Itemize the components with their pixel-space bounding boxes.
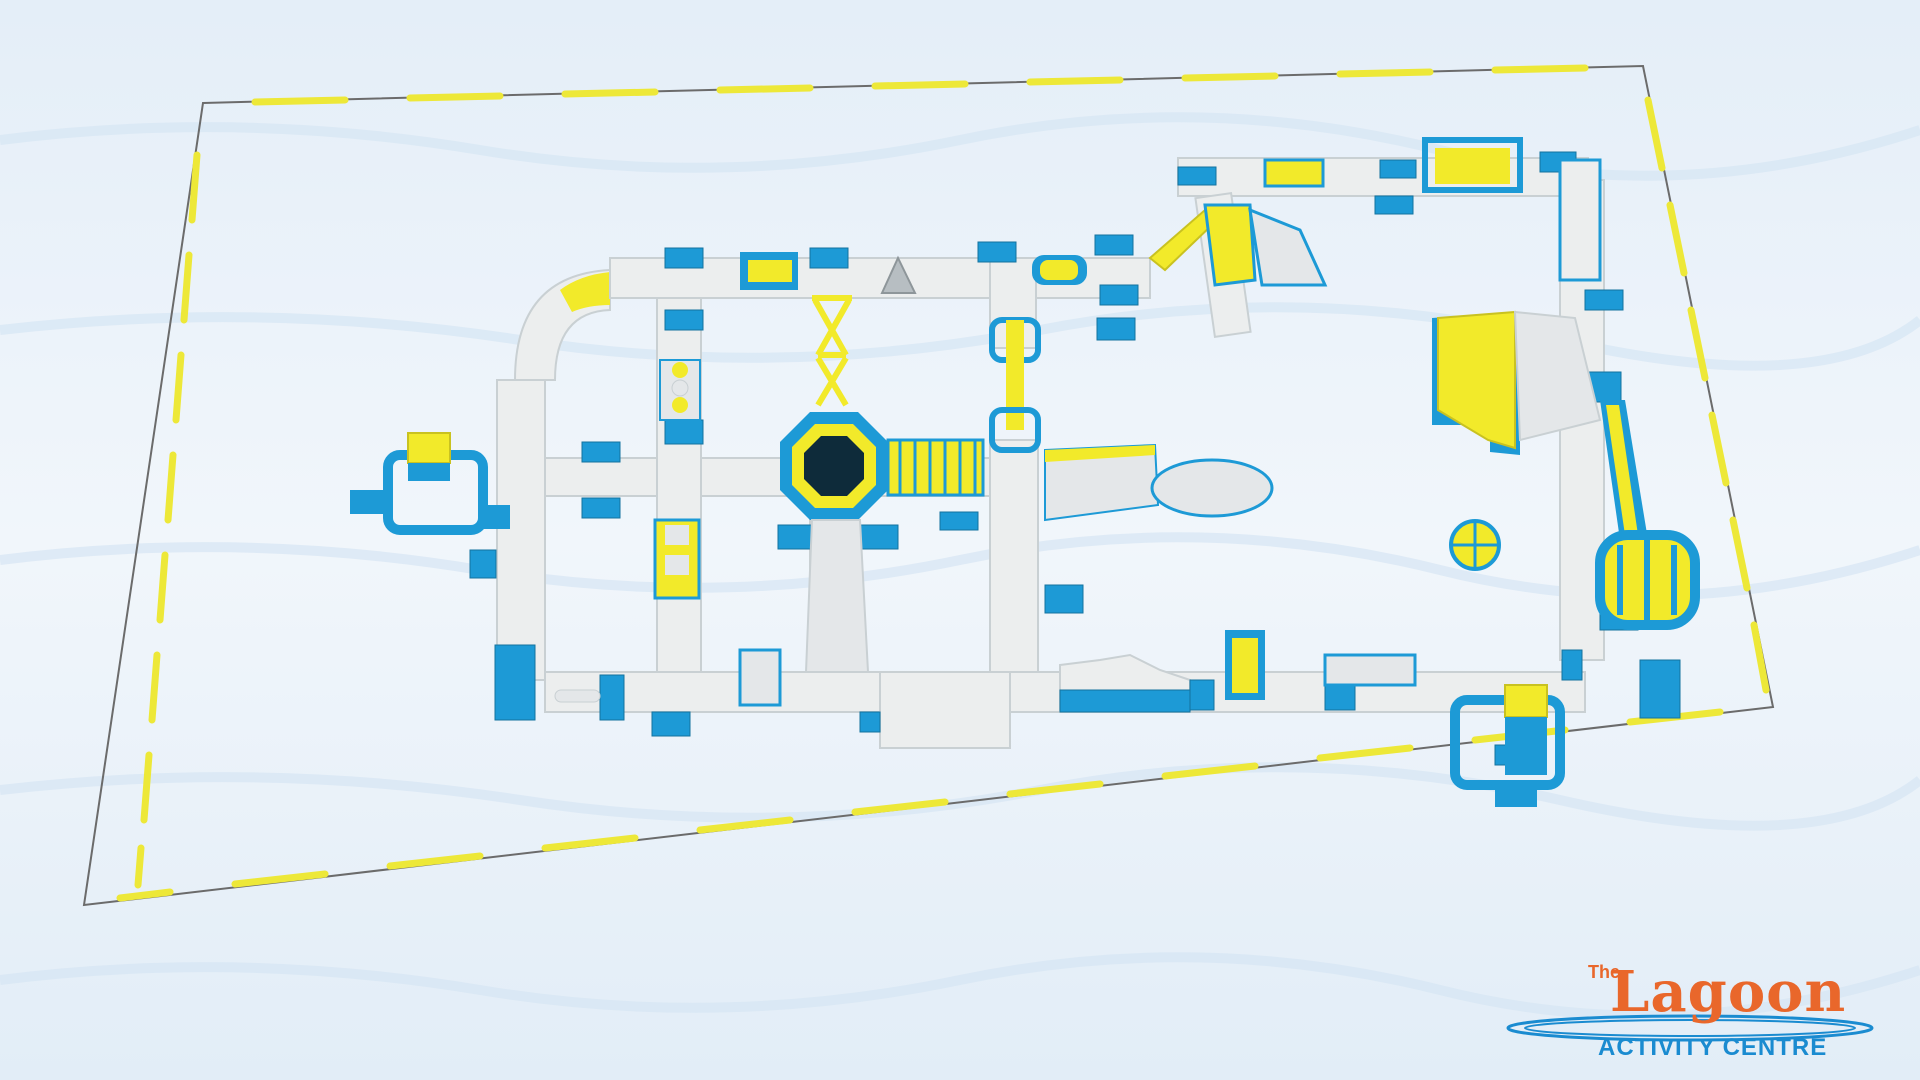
left-vertical-walkway (496, 379, 546, 681)
lagoon-logo: The Lagoon ACTIVITY CENTRE (1500, 962, 1880, 1062)
tube-column (653, 518, 701, 600)
blob (1150, 458, 1274, 518)
climbing-arch (1595, 530, 1700, 630)
big-slide (1432, 310, 1602, 455)
logo-swoosh-icon (1506, 1014, 1874, 1042)
spinner (1449, 519, 1501, 571)
bottom-big-pad (879, 671, 1011, 749)
curve-slide-yellow (560, 272, 610, 312)
logo-name: Lagoon (1610, 959, 1847, 1025)
top-bridges (740, 137, 1523, 294)
middle-staircase (886, 438, 985, 497)
trampoline-octagon (780, 412, 888, 520)
bottom-obstacles (554, 630, 1417, 707)
logo-subtitle: ACTIVITY CENTRE (1598, 1034, 1828, 1061)
central-bridge (989, 317, 1041, 453)
bottom-right-tower (1450, 684, 1565, 807)
balls-column (659, 359, 701, 421)
slide-lower (804, 519, 870, 673)
climbing-wall (1044, 443, 1160, 522)
right-side-bar (1558, 158, 1602, 282)
left-tower (350, 432, 510, 535)
cone (880, 255, 917, 294)
rope-ladder (812, 295, 852, 407)
top-right-staircase (1148, 203, 1328, 287)
right-ramp-stripe (1606, 405, 1638, 535)
column-1-walkway (656, 297, 702, 673)
logo-prefix: The (1588, 962, 1621, 982)
column-3-walkway (989, 439, 1039, 673)
boundary-line (82, 64, 1775, 907)
